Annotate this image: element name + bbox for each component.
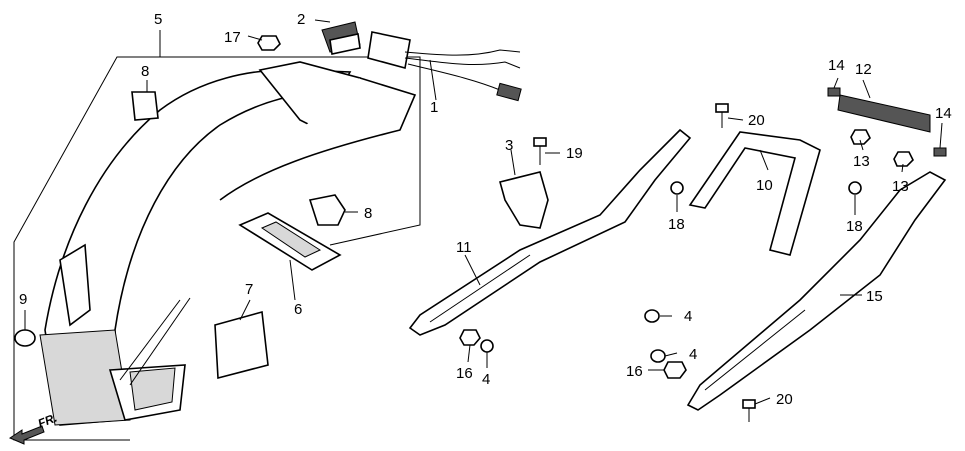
callout-16-a: 16 [456, 365, 473, 382]
callout-13-b: 13 [892, 178, 909, 195]
front-direction-label: FR. [36, 411, 59, 431]
callout-13-a: 13 [853, 153, 870, 170]
callout-8-a: 8 [141, 63, 149, 80]
part-8-clip-top [131, 91, 159, 121]
callout-20-b: 20 [776, 391, 793, 408]
part-16-nut-a [459, 329, 481, 346]
part-14-cap-left [827, 87, 841, 97]
callout-14-b: 14 [935, 105, 952, 122]
part-17-nut [257, 35, 281, 51]
rear-fender [39, 61, 417, 426]
part-19-bolt [533, 137, 547, 165]
callout-3: 3 [505, 137, 513, 154]
callout-4-a: 4 [684, 308, 692, 325]
part-2-bracket [321, 21, 361, 55]
part-9-grommet [14, 329, 36, 347]
callout-4-c: 4 [482, 371, 490, 388]
part-10-grab-rail [688, 131, 821, 256]
callout-4-b: 4 [689, 346, 697, 363]
callout-16-b: 16 [626, 363, 643, 380]
part-4-washer-a [644, 309, 660, 323]
part-11-rail [408, 128, 692, 336]
part-6-plate [238, 212, 342, 271]
part-1-harness [367, 31, 522, 102]
callout-2: 2 [297, 11, 305, 28]
part-18-bolt-a [670, 181, 684, 195]
part-15-rail [686, 171, 947, 411]
callout-9: 9 [19, 291, 27, 308]
part-14-cap-right [933, 147, 947, 157]
part-18-bolt-b [848, 181, 862, 195]
callout-6: 6 [294, 301, 302, 318]
leader-lines [24, 19, 943, 405]
callout-20-a: 20 [748, 112, 765, 129]
callout-15: 15 [866, 288, 883, 305]
group-box-5 [13, 30, 421, 441]
part-4-washer-b [650, 349, 666, 363]
callout-5: 5 [154, 11, 162, 28]
callout-12: 12 [855, 61, 872, 78]
callout-8-b: 8 [364, 205, 372, 222]
callout-19: 19 [566, 145, 583, 162]
part-13-nut-b [893, 151, 914, 167]
callout-18-a: 18 [668, 216, 685, 233]
callout-10: 10 [756, 177, 773, 194]
part-20-bolt-top [715, 103, 729, 128]
callout-18-b: 18 [846, 218, 863, 235]
front-direction-arrow [8, 425, 45, 445]
callout-17: 17 [224, 29, 241, 46]
part-13-nut-a [850, 129, 871, 145]
part-20-bolt-bottom [742, 399, 756, 422]
callout-11: 11 [456, 239, 472, 256]
part-12-emblem [837, 94, 931, 133]
part-4-washer-c [480, 339, 494, 353]
part-16-nut-b [663, 361, 687, 379]
part-7-cover [214, 310, 269, 380]
part-8-clip-mid [308, 194, 346, 226]
callout-1: 1 [430, 99, 438, 116]
callout-7: 7 [245, 281, 253, 298]
part-3-bracket [499, 171, 549, 229]
callout-14-a: 14 [828, 57, 845, 74]
